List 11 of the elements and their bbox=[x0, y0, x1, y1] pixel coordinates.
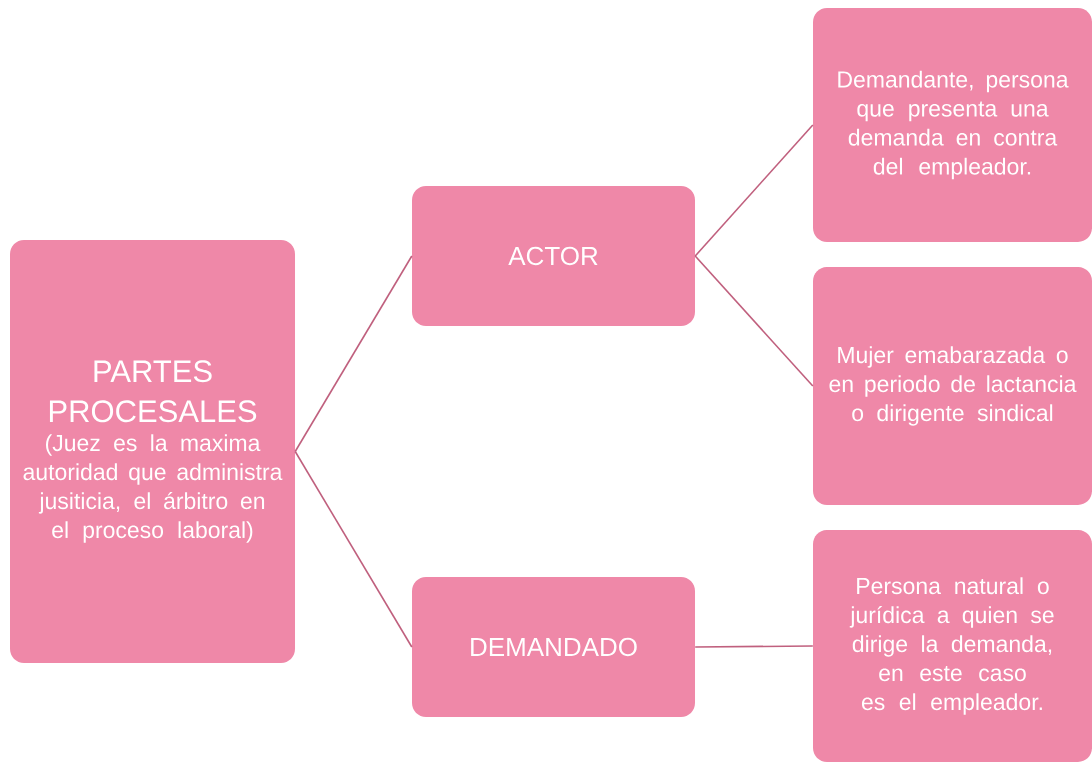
process-box: DEMANDADO bbox=[412, 577, 695, 717]
connector-line bbox=[694, 124, 814, 257]
connector-line bbox=[294, 255, 413, 453]
connector-line bbox=[294, 450, 413, 648]
process-box: Persona natural o jurídica a quien se dirige la demanda, en este caso es el empleador. bbox=[813, 530, 1092, 762]
connector-line bbox=[694, 255, 814, 387]
process-box: Demandante, persona que presenta una demanda en contra del empleador. bbox=[813, 8, 1092, 242]
process-box: Mujer emabarazada o en periodo de lactancia o dirigente sindical bbox=[813, 267, 1092, 505]
connector-line bbox=[694, 645, 814, 648]
process-box: ACTOR bbox=[412, 186, 695, 326]
process-box: PARTES PROCESALES (Juez es la maxima autoridad que administra jusiticia, el árbitro en el proceso laboral) bbox=[10, 240, 295, 663]
